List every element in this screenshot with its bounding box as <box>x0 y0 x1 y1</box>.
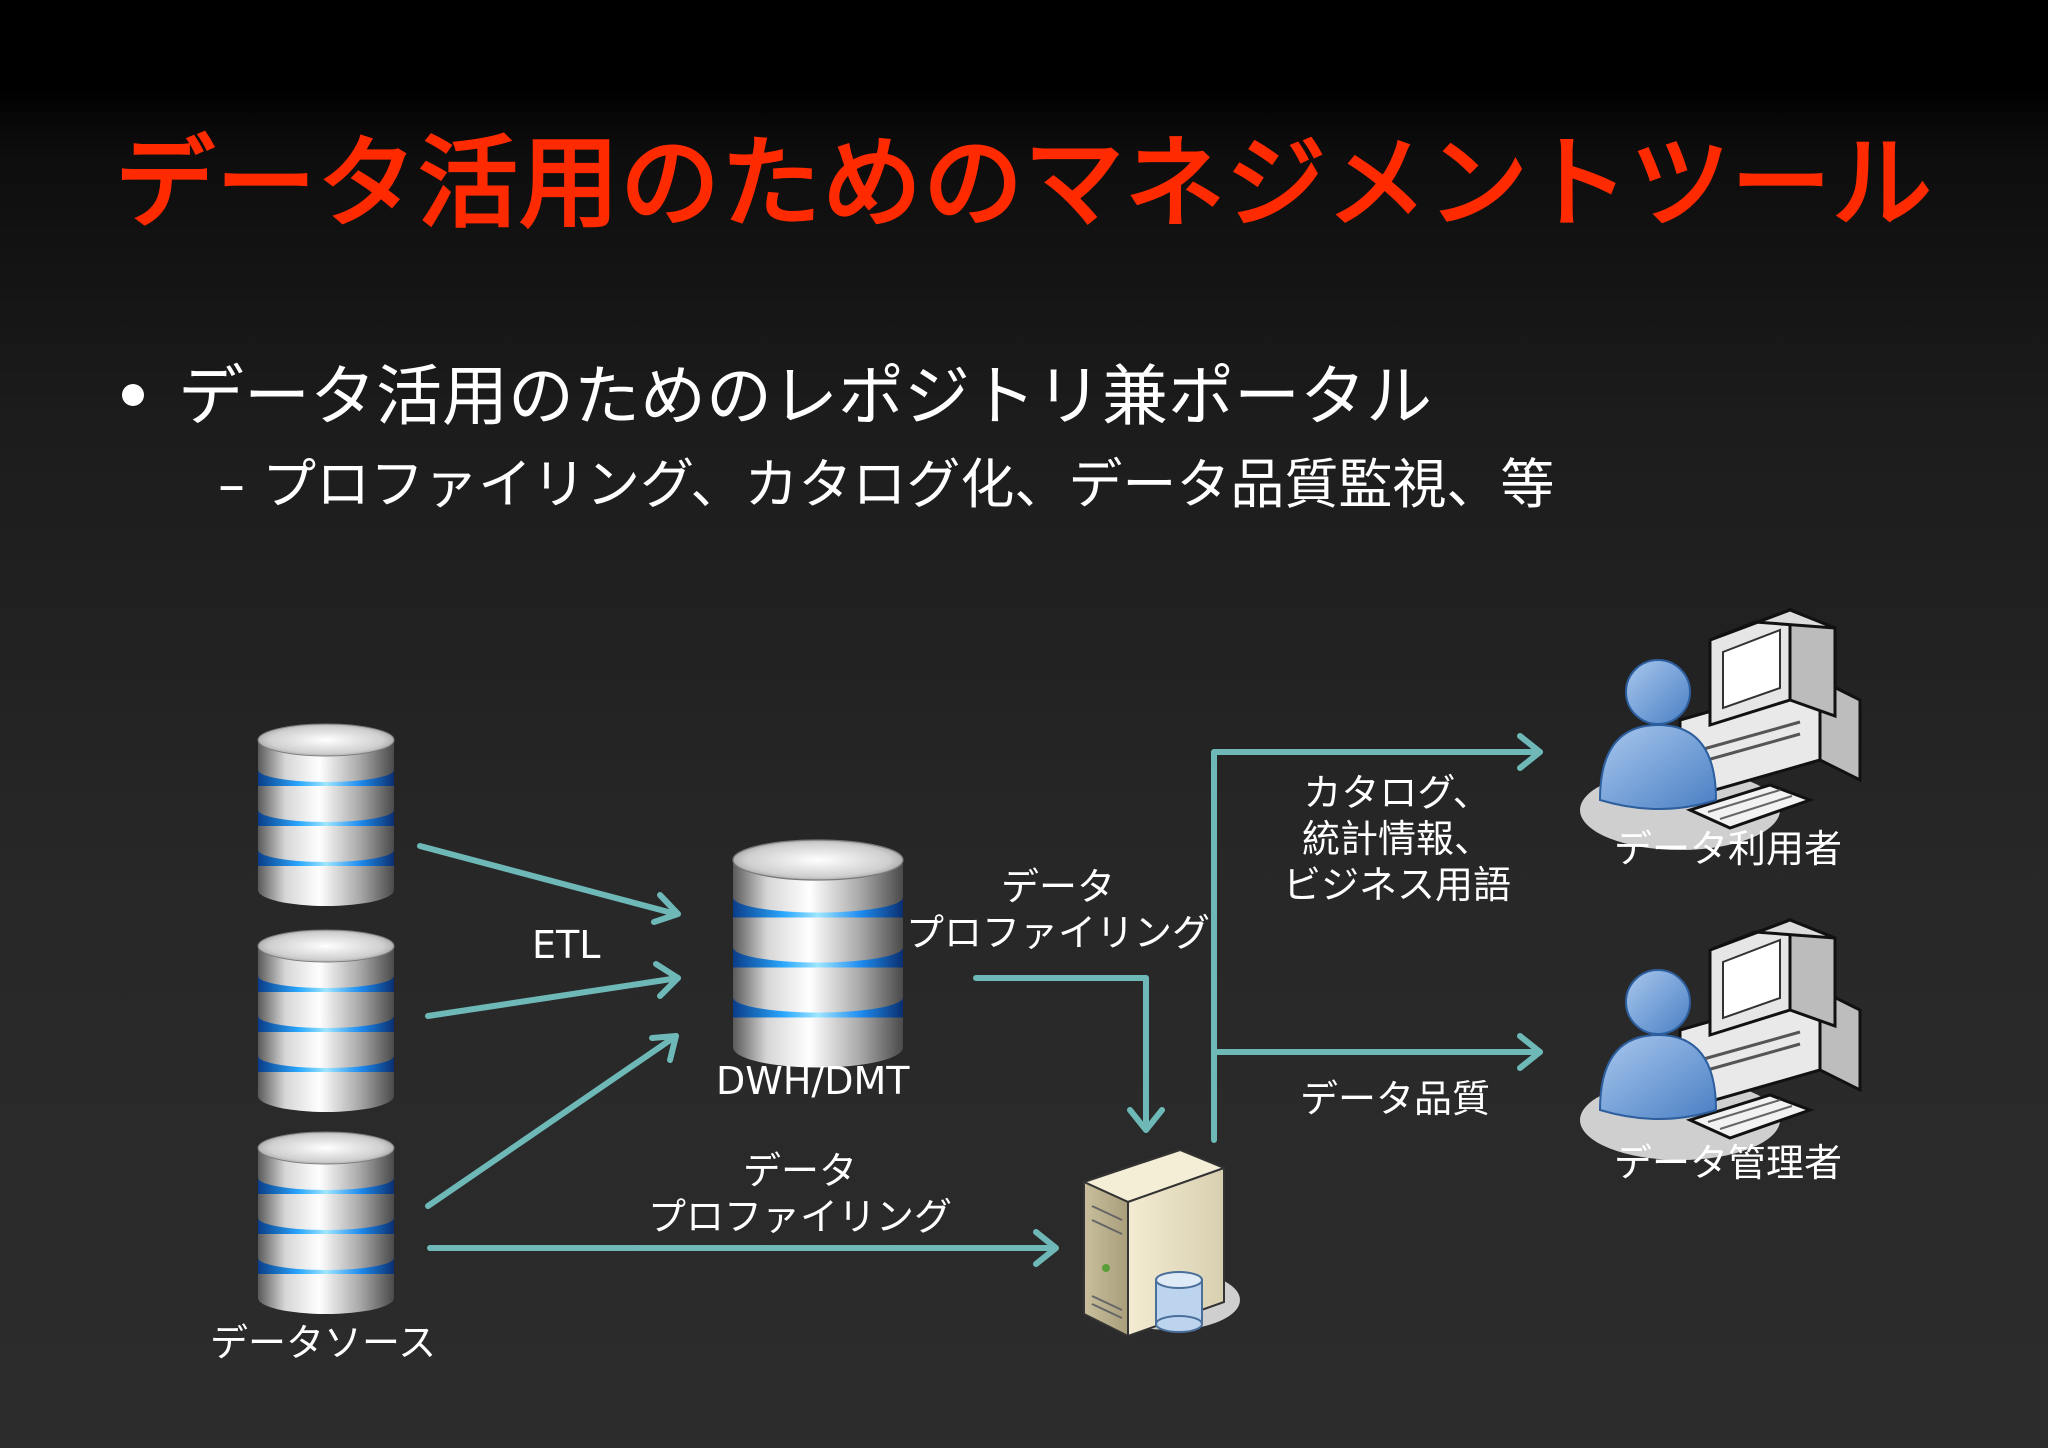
etl-arrow-3 <box>425 1033 679 1209</box>
sub-bullet-dash: – <box>218 453 245 516</box>
user-workstation-icon <box>1578 608 1862 852</box>
etl-arrow-2 <box>425 975 681 1019</box>
catalog-line-3: ビジネス用語 <box>1282 863 1511 907</box>
source-database-icon-3 <box>257 1131 395 1315</box>
catalog-line-1: カタログ、 <box>1303 771 1491 815</box>
bullet-text: データ活用のためのレポジトリ兼ポータル <box>178 358 1432 435</box>
admin-label: データ管理者 <box>1614 1141 1843 1185</box>
profiling-label-upper: データ プロファイリング <box>898 864 1218 956</box>
etl-label: ETL <box>532 923 601 967</box>
slide-title: データ活用のためのマネジメントツール <box>115 125 1933 242</box>
user-label: データ利用者 <box>1614 827 1843 871</box>
profiling-lower-line-2: プロファイリング <box>647 1195 952 1239</box>
profiling-arrow-upper <box>973 975 1149 1131</box>
sub-bullet-item: – プロファイリング、カタログ化、データ品質監視、等 <box>218 440 1554 519</box>
quality-label: データ品質 <box>1300 1077 1491 1121</box>
source-database-icon-2 <box>257 929 395 1113</box>
profiling-lower-line-1: データ <box>742 1149 857 1193</box>
source-database-icon-1 <box>257 723 395 907</box>
catalog-line-2: 統計情報、 <box>1301 817 1492 861</box>
server-branch-line <box>1211 749 1543 1143</box>
bullet-item: データ活用のためのレポジトリ兼ポータル <box>122 343 1432 439</box>
etl-arrow-1 <box>417 843 679 917</box>
profiling-upper-line-2: プロファイリング <box>905 911 1210 955</box>
catalog-label: カタログ、 統計情報、 ビジネス用語 <box>1262 770 1532 908</box>
profiling-upper-line-1: データ <box>1000 865 1115 909</box>
bullet-dot-icon <box>122 383 144 406</box>
admin-workstation-icon <box>1578 918 1862 1162</box>
sub-bullet-text: プロファイリング、カタログ化、データ品質監視、等 <box>262 453 1555 516</box>
source-label: データソース <box>210 1321 437 1365</box>
profiling-label-lower: データ プロファイリング <box>640 1148 960 1240</box>
dwh-database-icon <box>732 839 904 1069</box>
dwh-label: DWH/DMT <box>716 1059 910 1103</box>
server-icon <box>1081 1148 1240 1338</box>
